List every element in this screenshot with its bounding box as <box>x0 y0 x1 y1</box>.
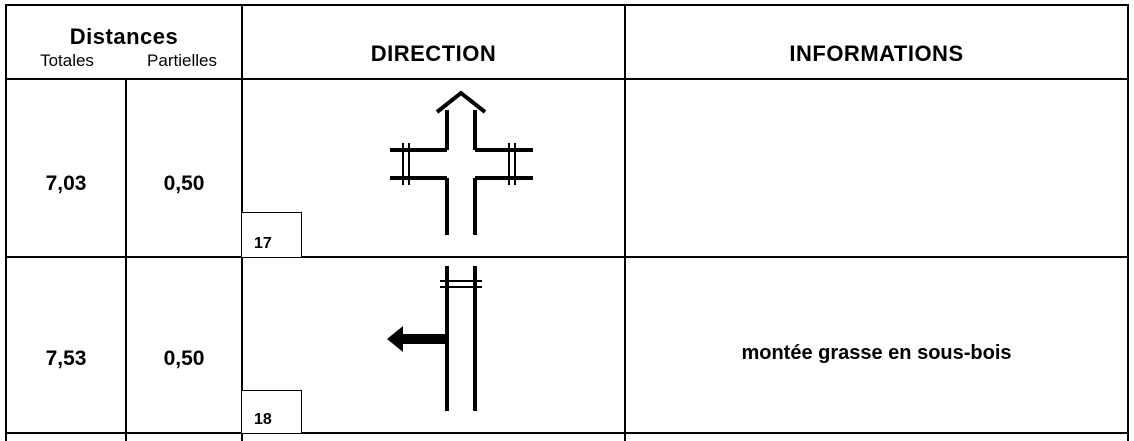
divider-totales-partielles <box>125 79 127 441</box>
row-2-step-number: 18 <box>254 411 272 428</box>
row-2-bottom-line <box>5 432 1129 434</box>
row-2-distance-partielle: 0,50 <box>163 347 205 370</box>
header-bottom-line <box>5 78 1129 80</box>
row-2-information: montée grasse en sous-bois <box>741 342 1012 364</box>
row-1-distance-totale: 7,03 <box>45 172 87 195</box>
informations-header: INFORMATIONS <box>789 41 964 66</box>
row-2-step-box: 18 <box>242 390 302 433</box>
border-right <box>1127 4 1129 441</box>
row-1-step-number: 17 <box>254 235 272 252</box>
direction-header: DIRECTION <box>370 41 497 66</box>
column-totales-label: Totales <box>40 51 94 70</box>
row-1-distance-partielle: 0,50 <box>163 172 205 195</box>
row-1-step-box: 17 <box>242 212 302 257</box>
column-partielles-label: Partielles <box>147 51 217 70</box>
divider-direction-informations <box>624 4 626 441</box>
turn-left-arrow-icon <box>387 266 482 411</box>
row-1-bottom-line <box>5 256 1129 258</box>
border-top <box>5 4 1129 6</box>
border-left <box>5 4 7 441</box>
crossroads-straight-arrow-icon <box>390 90 533 235</box>
distances-title: Distances <box>69 24 179 49</box>
row-2-distance-totale: 7,53 <box>45 347 87 370</box>
divider-distances-direction <box>241 4 243 441</box>
